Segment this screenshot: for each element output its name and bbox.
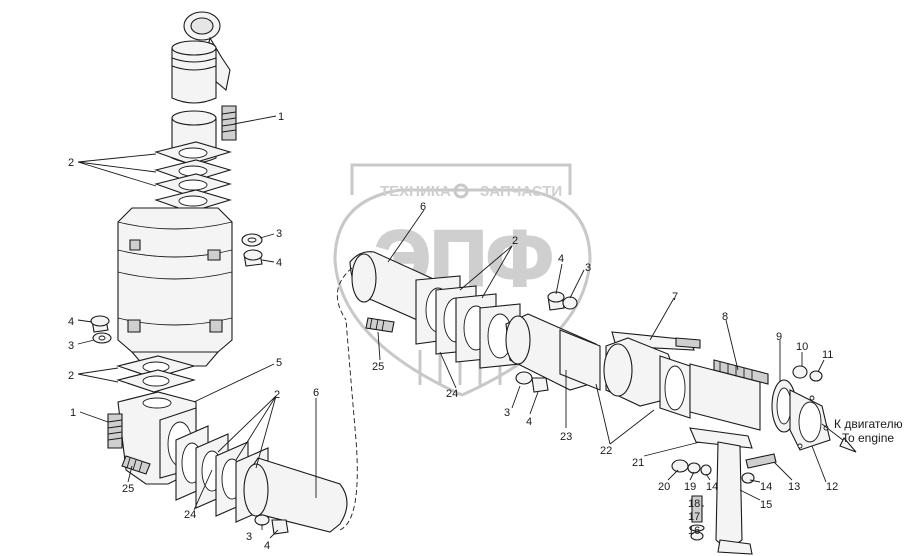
callout-1-top: 1 bbox=[278, 111, 284, 123]
callout-14-left: 14 bbox=[706, 481, 718, 493]
nut-4-low bbox=[271, 519, 289, 535]
washer-3-mid-low bbox=[515, 371, 533, 385]
washer-11 bbox=[809, 370, 823, 382]
callout-3-mid: 3 bbox=[68, 340, 74, 352]
callout-2-midgroup: 2 bbox=[512, 235, 518, 247]
callout-8: 8 bbox=[722, 311, 728, 323]
watermark-text-right: ЗАПЧАСТИ bbox=[480, 183, 562, 200]
callout-16: 16 bbox=[688, 525, 700, 537]
callout-17: 17 bbox=[688, 511, 700, 523]
callout-25-left: 25 bbox=[122, 483, 134, 495]
pipe-6-left bbox=[245, 457, 348, 533]
washer-3-mid-top bbox=[562, 296, 578, 310]
callout-25-mid: 25 bbox=[372, 361, 384, 373]
callout-3-midgroup: 3 bbox=[585, 262, 591, 274]
callout-12: 12 bbox=[826, 481, 838, 493]
flange-22 bbox=[559, 329, 601, 391]
bolt-13 bbox=[745, 453, 777, 469]
callout-3-top: 3 bbox=[276, 228, 282, 240]
callout-9: 9 bbox=[776, 331, 782, 343]
callout-4-midgroup: 4 bbox=[558, 253, 564, 265]
bracket-21 bbox=[689, 427, 753, 449]
nut-4-mid-low bbox=[531, 377, 549, 393]
bolt-18 bbox=[691, 495, 703, 523]
callout-3-low: 3 bbox=[246, 531, 252, 543]
nut-16 bbox=[690, 531, 704, 541]
callout-numbers: 1 2 3 4 4 3 2 5 1 25 24 2 6 3 4 6 2 4 3 … bbox=[68, 111, 838, 552]
callout-24-mid: 24 bbox=[446, 388, 458, 400]
bolt-8 bbox=[713, 359, 769, 385]
callout-6-mid: 6 bbox=[420, 201, 426, 213]
bolt-lower bbox=[107, 413, 123, 449]
callout-24-left: 24 bbox=[184, 509, 196, 521]
callout-6-left: 6 bbox=[313, 387, 319, 399]
callout-3-midlow: 3 bbox=[504, 407, 510, 419]
watermark-gear-icon bbox=[453, 183, 469, 199]
callout-4-midlow: 4 bbox=[526, 416, 532, 428]
top-pipe bbox=[171, 47, 217, 104]
callout-13: 13 bbox=[788, 481, 800, 493]
washer-3-low bbox=[254, 514, 270, 526]
washer-17 bbox=[689, 524, 705, 532]
watermark-text-left: ТЕХНИКА bbox=[380, 183, 451, 200]
nut-10 bbox=[792, 365, 808, 379]
bolt-top bbox=[221, 105, 237, 141]
middle-pipe-group bbox=[336, 251, 601, 393]
callout-7: 7 bbox=[672, 291, 678, 303]
callout-5: 5 bbox=[276, 357, 282, 369]
callout-1-low: 1 bbox=[70, 407, 76, 419]
callout-14-right: 14 bbox=[760, 481, 772, 493]
callout-4-mid: 4 bbox=[68, 316, 74, 328]
callout-23: 23 bbox=[560, 431, 572, 443]
direction-arrow-icon bbox=[839, 437, 857, 453]
stud-mid bbox=[365, 317, 395, 333]
vertical-exhaust-stack bbox=[107, 11, 237, 485]
direction-label-ru: К двигателю bbox=[834, 417, 903, 431]
callout-22: 22 bbox=[600, 445, 612, 457]
nut-20 bbox=[671, 459, 689, 473]
callout-2-top: 2 bbox=[68, 157, 74, 169]
muffler-body bbox=[117, 207, 233, 353]
washer-19 bbox=[687, 462, 701, 474]
washer-14-left bbox=[700, 464, 712, 476]
callout-2-mid: 2 bbox=[68, 370, 74, 382]
callout-20: 20 bbox=[658, 481, 670, 493]
bracket-leg-15 bbox=[715, 441, 743, 551]
callout-11: 11 bbox=[822, 349, 833, 361]
callout-4-low: 4 bbox=[264, 540, 270, 552]
callout-15: 15 bbox=[760, 499, 772, 511]
right-assembly bbox=[603, 331, 857, 555]
callout-10: 10 bbox=[796, 341, 808, 353]
callout-19: 19 bbox=[684, 481, 696, 493]
callout-2-low: 2 bbox=[274, 389, 280, 401]
leader-lines bbox=[77, 115, 827, 539]
callout-4-top: 4 bbox=[276, 257, 282, 269]
pipe-clamp bbox=[171, 57, 217, 71]
washer-14-right bbox=[741, 472, 755, 484]
callout-18: 18 bbox=[688, 498, 700, 510]
callout-21: 21 bbox=[632, 457, 644, 469]
direction-label-en: To engine bbox=[842, 431, 894, 445]
nuts-left bbox=[90, 233, 263, 344]
